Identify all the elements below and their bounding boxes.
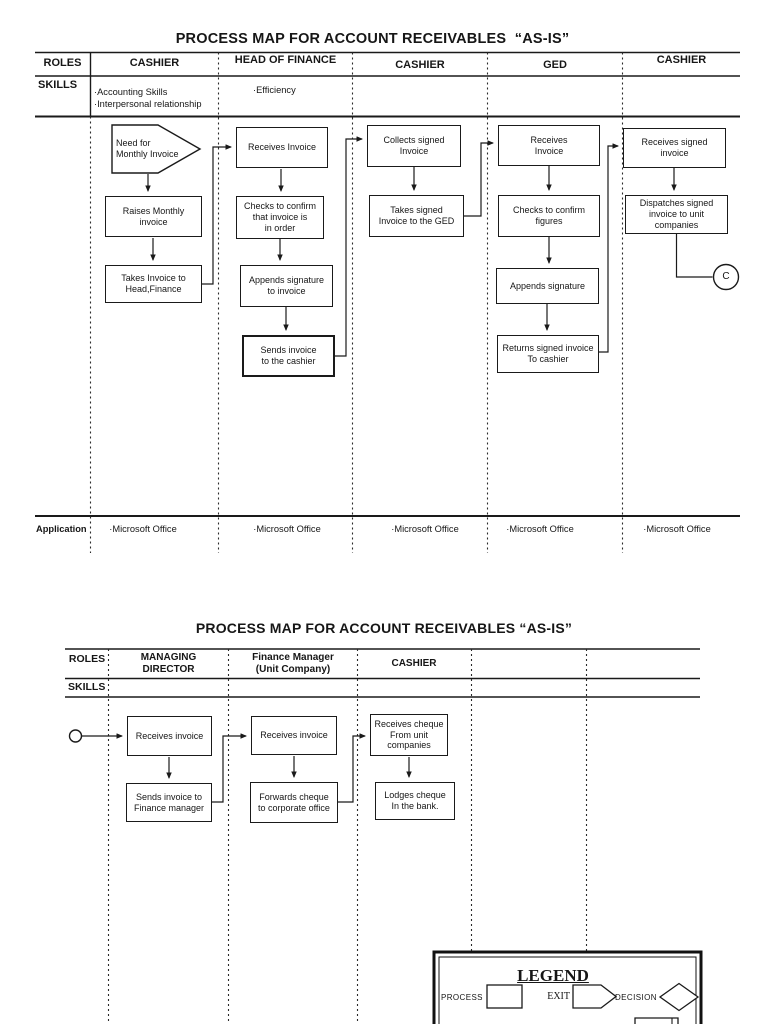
node-md-receives-invoice: Receives invoice <box>127 716 212 756</box>
node-need-monthly-invoice: Need for Monthly Invoice <box>116 138 179 159</box>
legend-exit-label: EXIT <box>547 991 570 1002</box>
map2-skills-label: SKILLS <box>68 681 106 693</box>
map1-header-cashier-1: CASHIER <box>129 57 180 69</box>
map1-lane-separators <box>89 52 624 553</box>
map1-skills-cashier: ·Accounting Skills ·Interpersonal relati… <box>94 87 202 110</box>
map2-header-managing-director: MANAGING DIRECTOR <box>140 652 197 675</box>
start-terminator-shape <box>68 729 83 743</box>
map1-skills-label: SKILLS <box>38 79 78 91</box>
map2-roles-label: ROLES <box>68 653 106 665</box>
map1-application-label: Application <box>36 524 87 534</box>
node-takes-invoice-head: Takes Invoice to Head,Finance <box>105 265 202 303</box>
map1-skills-head-of-finance: ·Efficiency <box>253 85 296 95</box>
map2-table-lines <box>65 648 700 698</box>
node-fm-receives-invoice: Receives invoice <box>251 716 337 755</box>
node-returns-signed-invoice: Returns signed invoice To cashier <box>497 335 599 373</box>
map1-title: PROCESS MAP FOR ACCOUNT RECEIVABLES “AS-… <box>175 31 570 47</box>
node-fm-forwards-cheque: Forwards cheque to corporate office <box>250 782 338 823</box>
offpage-connector-c-label: C <box>722 271 730 282</box>
offpage-connector-c-shape <box>712 263 740 291</box>
map1-application-head-of-finance: ·Microsoft Office <box>253 524 321 534</box>
map1-header-cashier-3: CASHIER <box>656 54 707 66</box>
map1-application-cashier-3: ·Microsoft Office <box>643 524 711 534</box>
map1-header-ged: GED <box>543 59 567 71</box>
node-sends-invoice-cashier: Sends invoice to the cashier <box>242 335 335 377</box>
node-takes-signed-ged: Takes signed Invoice to the GED <box>369 195 464 237</box>
map2-header-cashier: CASHIER <box>391 658 437 669</box>
map1-header-cashier-2: CASHIER <box>395 59 445 71</box>
node-ged-appends-signature: Appends signature <box>496 268 599 304</box>
map1-application-cashier-2: ·Microsoft Office <box>391 524 459 534</box>
map2-connectors <box>82 733 412 803</box>
node-appends-signature-invoice: Appends signature to invoice <box>240 265 333 307</box>
map1-header-head-of-finance: HEAD OF FINANCE <box>234 54 337 66</box>
legend-process-label: PROCESS <box>441 993 483 1002</box>
legend-partial-shape <box>634 1017 679 1024</box>
node-checks-confirm-figures: Checks to confirm figures <box>498 195 600 237</box>
node-ged-receives-invoice: Receives Invoice <box>498 125 600 166</box>
node-receives-signed-invoice: Receives signed invoice <box>623 128 726 168</box>
map1-connectors <box>145 136 713 357</box>
node-raises-monthly-invoice: Raises Monthly invoice <box>105 196 202 237</box>
map2-header-finance-manager: Finance Manager (Unit Company) <box>252 652 334 675</box>
legend-box <box>432 950 703 1024</box>
legend-process-shape <box>486 984 523 1009</box>
node-collects-signed-invoice: Collects signed Invoice <box>367 125 461 167</box>
node-receives-cheque-unit: Receives cheque From unit companies <box>370 714 448 756</box>
node-lodges-cheque-bank: Lodges cheque In the bank. <box>375 782 455 820</box>
legend-exit-shape <box>572 984 618 1009</box>
map1-application-cashier-1: ·Microsoft Office <box>109 524 177 534</box>
node-dispatches-signed-invoice: Dispatches signed invoice to unit compan… <box>625 195 728 234</box>
map1-roles-label: ROLES <box>43 57 82 69</box>
node-md-sends-invoice: Sends invoice to Finance manager <box>126 783 212 822</box>
legend-decision-shape <box>658 982 700 1012</box>
map2-title: PROCESS MAP FOR ACCOUNT RECEIVABLES “AS-… <box>195 620 573 636</box>
legend-decision-label: DECISION <box>615 993 657 1002</box>
node-checks-invoice-order: Checks to confirm that invoice is in ord… <box>236 196 324 239</box>
map1-application-ged: ·Microsoft Office <box>506 524 574 534</box>
start-event-shape <box>111 124 202 174</box>
legend-title: LEGEND <box>517 966 589 985</box>
node-hof-receives-invoice: Receives Invoice <box>236 127 328 168</box>
